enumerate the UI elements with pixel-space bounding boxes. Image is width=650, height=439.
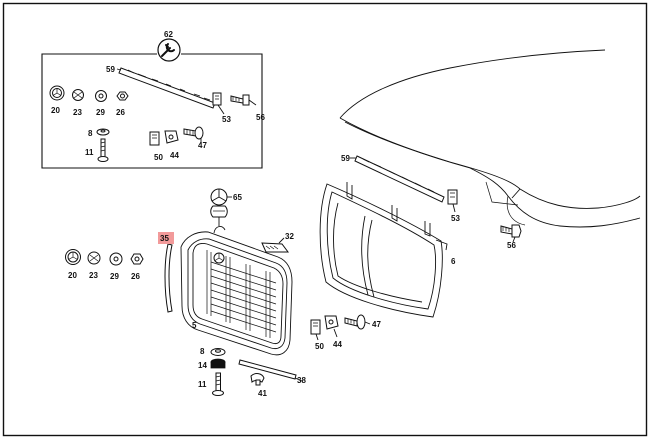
grille-5 <box>180 226 293 356</box>
part-label-53-right: 53 <box>451 214 460 223</box>
nut-26 <box>130 253 144 265</box>
star-emblem-20-kit <box>49 85 65 101</box>
clip-53 <box>447 189 458 213</box>
washer-23 <box>87 251 101 265</box>
part-label-50: 50 <box>154 153 163 162</box>
hood-star-65 <box>210 188 232 226</box>
part-label-26: 26 <box>116 108 125 117</box>
washer-8 <box>210 348 226 356</box>
clip-41 <box>250 373 265 386</box>
trim-strip-59-kit <box>116 67 216 109</box>
trim-strip-59 <box>350 155 445 203</box>
part-label-8: 8 <box>88 129 93 138</box>
part-label-56: 56 <box>256 113 265 122</box>
part-label-38: 38 <box>297 376 306 385</box>
highlight-box-35 <box>158 232 174 244</box>
part-label-11-bottom: 11 <box>198 380 207 389</box>
star-emblem-20 <box>65 249 81 265</box>
kit-box: 62 59 20 23 29 26 <box>41 30 265 169</box>
part-label-65: 65 <box>233 193 242 202</box>
part-label-47-right: 47 <box>372 320 381 329</box>
part-label-6: 6 <box>451 257 456 266</box>
part-label-5: 5 <box>192 321 197 330</box>
part-label-50-right: 50 <box>315 342 324 351</box>
clip-50-kit <box>149 131 160 146</box>
part-label-26-left: 26 <box>131 272 140 281</box>
part-label-62: 62 <box>164 30 173 39</box>
part-label-44: 44 <box>170 151 179 160</box>
nut-26-kit <box>116 91 129 101</box>
gasket-32 <box>261 237 289 253</box>
part-label-20: 20 <box>51 106 60 115</box>
part-label-8-bottom: 8 <box>200 347 205 356</box>
part-label-56-right: 56 <box>507 241 516 250</box>
part-label-35: 35 <box>160 234 169 243</box>
car-hood-outline <box>339 49 641 228</box>
washer-29 <box>109 252 123 266</box>
bolt-11-kit <box>97 138 109 162</box>
part-label-14: 14 <box>198 361 207 370</box>
clip-53-kit <box>212 92 225 115</box>
screw-56-kit <box>230 94 257 106</box>
rod-38 <box>238 359 303 382</box>
bolt-11 <box>212 372 224 396</box>
part-label-59-right: 59 <box>341 154 350 163</box>
washer-8-kit <box>96 128 110 136</box>
part-label-29-left: 29 <box>110 272 119 281</box>
part-label-29: 29 <box>96 108 105 117</box>
radiator-shell-frame-6 <box>319 182 448 318</box>
part-label-20-left: 20 <box>68 271 77 280</box>
washer-23-kit <box>72 89 84 101</box>
part-label-41: 41 <box>258 389 267 398</box>
screw-47-kit <box>183 126 204 143</box>
part-label-59: 59 <box>106 65 115 74</box>
clip-44 <box>324 315 339 338</box>
washer-29-kit <box>95 90 107 102</box>
screw-47 <box>344 314 371 330</box>
part-label-47: 47 <box>198 141 207 150</box>
wrench-icon <box>157 38 181 62</box>
clip-44-kit <box>164 130 179 144</box>
part-label-11: 11 <box>85 148 94 157</box>
part-label-53: 53 <box>222 115 231 124</box>
part-label-44-right: 44 <box>333 340 342 349</box>
seal-strip-35 <box>158 232 174 313</box>
screw-56 <box>500 224 522 243</box>
spacer-14 <box>210 358 226 369</box>
part-label-32: 32 <box>285 232 294 241</box>
part-label-23-left: 23 <box>89 271 98 280</box>
part-label-23: 23 <box>73 108 82 117</box>
clip-50 <box>310 319 321 341</box>
